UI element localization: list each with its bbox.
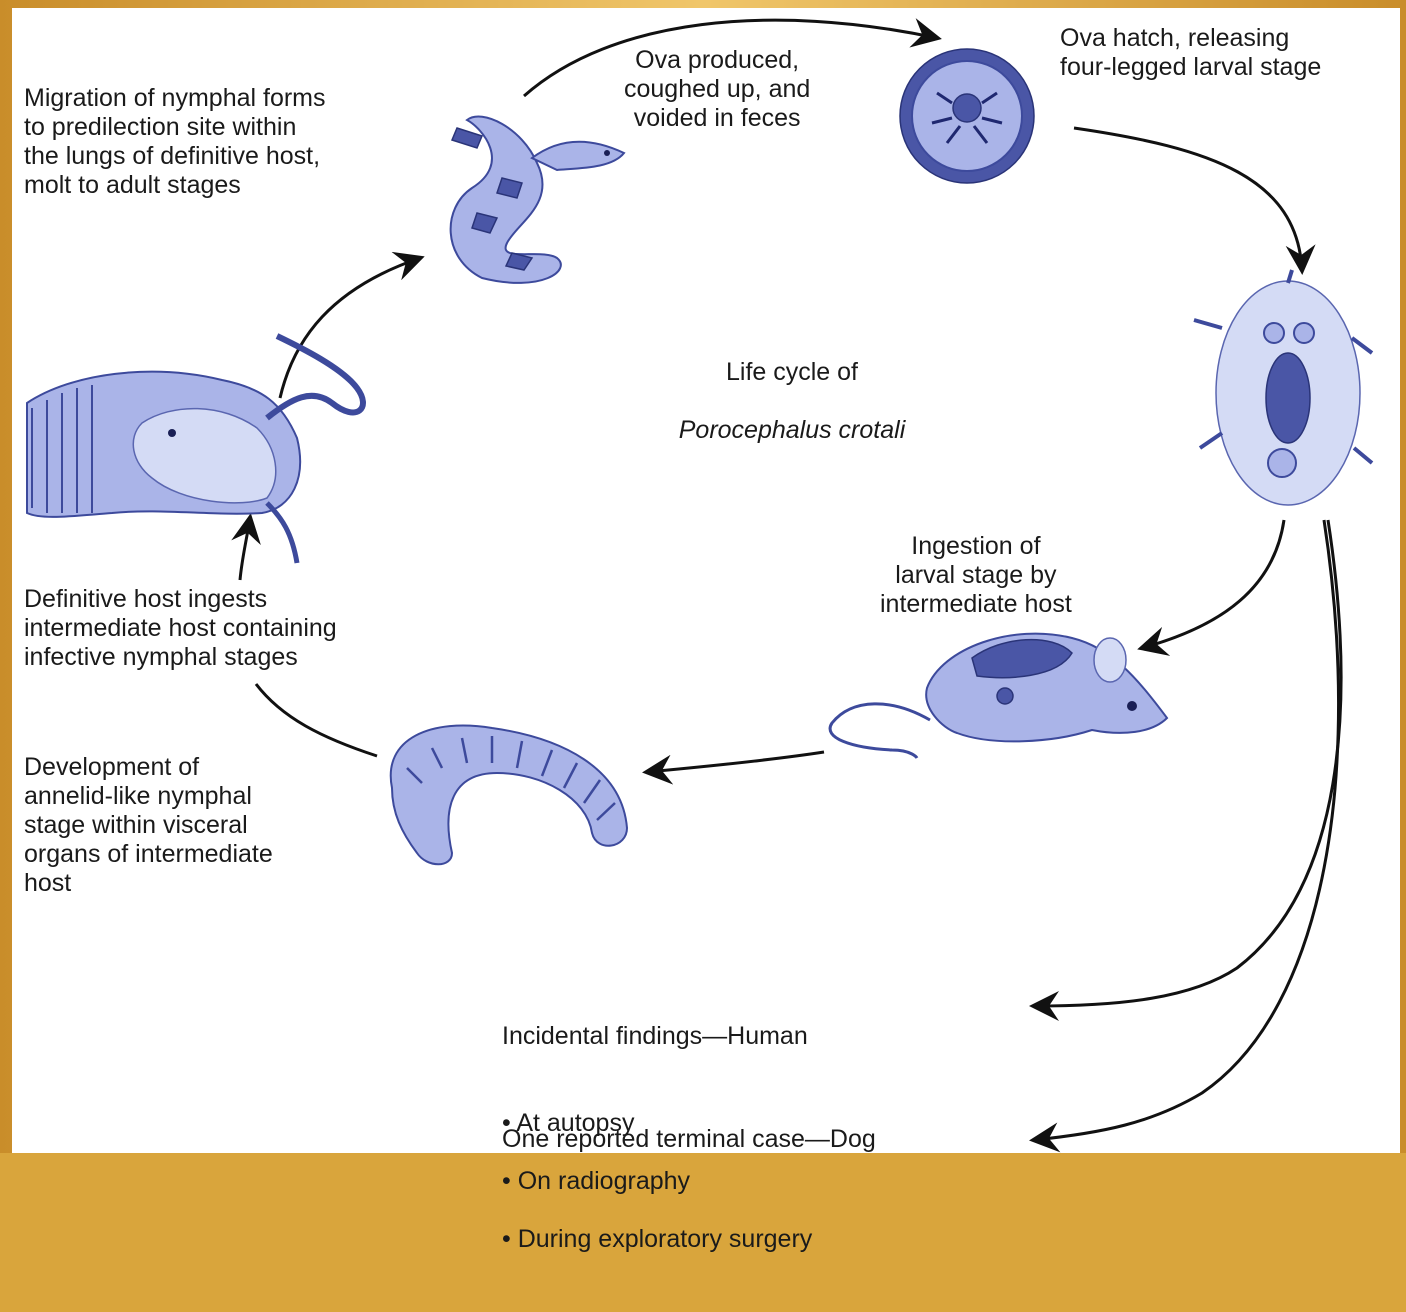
title-line-1: Life cycle of: [726, 358, 858, 386]
mouse-illustration: [830, 634, 1167, 758]
arrow-text-to-snakehead: [240, 518, 250, 580]
larva-illustration: [1194, 270, 1372, 505]
snake-head-illustration: [27, 336, 363, 563]
diagram-canvas: Ova produced, coughed up, and voided in …: [12, 8, 1400, 1153]
label-ingestion: Ingestion of larval stage by intermediat…: [880, 532, 1072, 619]
arrow-ova-to-larva: [1074, 128, 1302, 270]
arrow-nymph-to-text: [256, 684, 377, 756]
label-definitive-host: Definitive host ingests intermediate hos…: [24, 585, 337, 672]
incidental-list: At autopsy On radiography During explora…: [502, 1080, 812, 1283]
snake-illustration: [451, 117, 624, 283]
label-ova-hatch: Ova hatch, releasing four-legged larval …: [1060, 24, 1321, 82]
incidental-item: During exploratory surgery: [502, 1225, 812, 1254]
arrow-mouse-to-nymph: [647, 752, 824, 772]
ova-illustration: [900, 49, 1034, 183]
incidental-heading: Incidental findings—Human: [502, 1022, 812, 1051]
arrow-larva-to-dog: [1034, 520, 1339, 1140]
label-ova-produced: Ova produced, coughed up, and voided in …: [624, 46, 810, 133]
incidental-item: On radiography: [502, 1167, 812, 1196]
label-terminal-case: One reported terminal case—Dog: [502, 1125, 876, 1154]
nymph-illustration: [391, 726, 627, 865]
arrow-larva-to-human: [1034, 520, 1341, 1006]
label-development: Development of annelid-like nymphal stag…: [24, 753, 273, 898]
diagram-title: Life cycle of Porocephalus crotali: [632, 329, 952, 445]
arrow-larva-to-mouse: [1142, 520, 1284, 648]
title-line-2: Porocephalus crotali: [679, 416, 906, 444]
label-migration: Migration of nymphal forms to predilecti…: [24, 84, 326, 200]
